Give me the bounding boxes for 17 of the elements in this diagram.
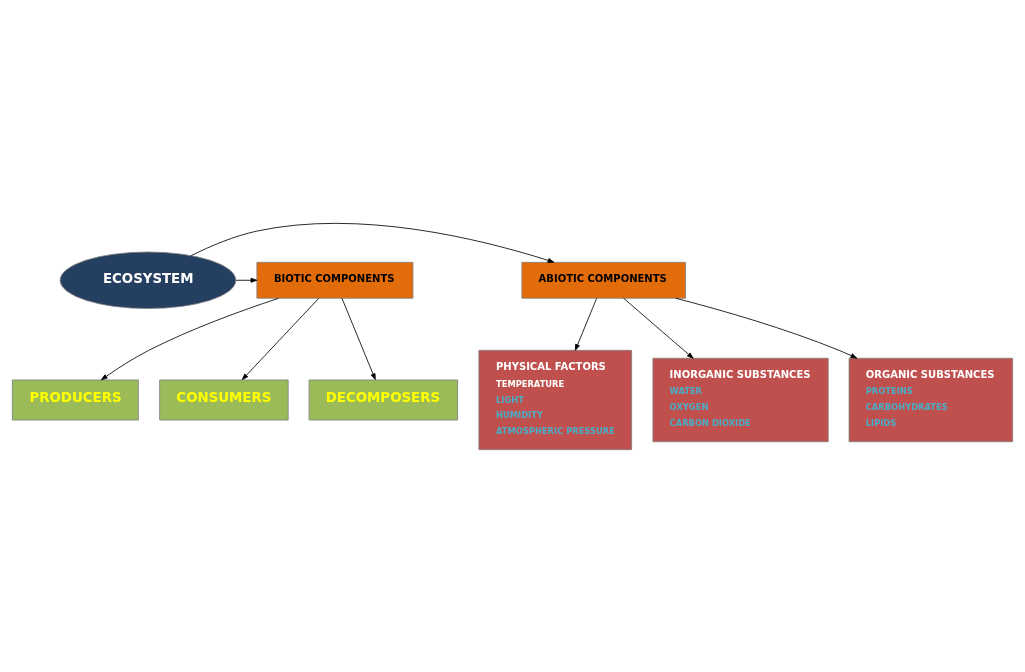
node-ellipse: ECOSYSTEM bbox=[59, 251, 237, 309]
node-box: DECOMPOSERS bbox=[308, 379, 459, 420]
node-box: INORGANIC SUBSTANCES WATER OXYGEN CARBON DIOXIDE bbox=[652, 357, 829, 442]
arrow bbox=[623, 297, 694, 359]
arrow bbox=[235, 277, 258, 283]
node-box: CONSUMERS bbox=[159, 379, 289, 420]
arrow bbox=[574, 297, 598, 351]
node-box: ABIOTIC COMPONENTS bbox=[521, 261, 686, 299]
arrow bbox=[675, 297, 858, 359]
arrow bbox=[241, 297, 320, 380]
node-box: PRODUCERS bbox=[11, 379, 139, 420]
node-box: BIOTIC COMPONENTS bbox=[256, 261, 414, 299]
arrow bbox=[190, 222, 555, 263]
node-box: ORGANIC SUBSTANCES PROTEINS CARBOHYDRATES LIPIDS bbox=[848, 357, 1014, 442]
arrow bbox=[341, 297, 376, 380]
arrow bbox=[100, 297, 279, 380]
node-box: PHYSICAL FACTORS TEMPERATURE LIGHT HUMIDITY ATMOSPHERIC PRESSURE bbox=[478, 349, 633, 450]
